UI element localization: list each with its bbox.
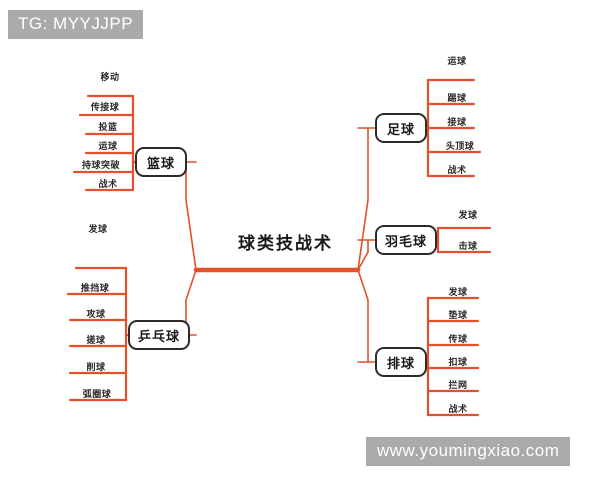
- leaf-basketball-1[interactable]: 移动: [100, 73, 120, 83]
- leaf-football-1[interactable]: 运球: [447, 57, 467, 67]
- branch-node-volleyball[interactable]: 排球: [375, 347, 427, 377]
- leaf-volleyball-6[interactable]: 战术: [448, 405, 468, 415]
- leaf-basketball-3[interactable]: 投篮: [98, 123, 118, 133]
- leaf-volleyball-1[interactable]: 发球: [448, 288, 468, 298]
- branch-node-basketball[interactable]: 篮球: [135, 147, 187, 177]
- leaf-badminton-2[interactable]: 击球: [458, 242, 478, 252]
- leaf-basketball-2[interactable]: 传接球: [90, 103, 120, 113]
- leaf-pingpong-1[interactable]: 发球: [88, 225, 108, 235]
- leaf-football-4[interactable]: 头顶球: [445, 142, 475, 152]
- leaf-pingpong-3[interactable]: 攻球: [86, 310, 106, 320]
- branch-node-football[interactable]: 足球: [375, 113, 427, 143]
- leaf-volleyball-3[interactable]: 传球: [448, 335, 468, 345]
- watermark-bottom-website: www.youmingxiao.com: [366, 437, 571, 466]
- branch-node-pingpong[interactable]: 乒乓球: [128, 320, 190, 350]
- branch-node-badminton[interactable]: 羽毛球: [375, 225, 437, 255]
- leaf-football-2[interactable]: 踢球: [447, 94, 467, 104]
- leaf-pingpong-2[interactable]: 推挡球: [80, 284, 110, 294]
- leaf-pingpong-6[interactable]: 弧圈球: [82, 390, 112, 400]
- leaf-football-5[interactable]: 战术: [447, 166, 467, 176]
- leaf-basketball-5[interactable]: 持球突破: [81, 161, 121, 171]
- center-node-title: 球类技战术: [238, 234, 333, 254]
- leaf-pingpong-5[interactable]: 削球: [86, 363, 106, 373]
- leaf-basketball-4[interactable]: 运球: [98, 142, 118, 152]
- watermark-top-telegram: TG: MYYJJPP: [8, 10, 144, 39]
- leaf-volleyball-4[interactable]: 扣球: [448, 358, 468, 368]
- leaf-basketball-6[interactable]: 战术: [98, 180, 118, 190]
- leaf-volleyball-2[interactable]: 垫球: [448, 311, 468, 321]
- leaf-badminton-1[interactable]: 发球: [458, 211, 478, 221]
- leaf-football-3[interactable]: 接球: [447, 118, 467, 128]
- leaf-pingpong-4[interactable]: 搓球: [86, 336, 106, 346]
- leaf-volleyball-5[interactable]: 拦网: [448, 381, 468, 391]
